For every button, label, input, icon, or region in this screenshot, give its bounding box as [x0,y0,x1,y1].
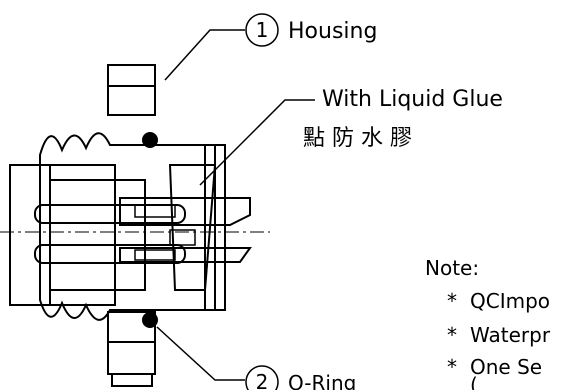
contact-pins [119,197,252,263]
note-item-1: QCImpo [470,289,550,313]
note-item-2-bullet: * [447,323,457,347]
note-item-1-bullet: * [447,289,457,313]
glue-potting [168,164,217,291]
callout-1-label: Housing [288,19,377,44]
note-item-3: One Se [470,355,542,379]
oring-bottom [142,312,158,328]
callout-1-circle [245,13,279,47]
note-block: Note: * QCImpo * Waterpr * One Se ( [425,256,551,390]
glue-label: With Liquid Glue [322,87,503,112]
rear-wall [204,144,226,311]
housing-flange-bottom [107,311,156,387]
callout-glue: With Liquid Glue 點 防 水 膠 [199,87,503,186]
note-heading: Note: [425,256,479,280]
threaded-body [9,132,216,321]
callout-1-number: 1 [256,18,269,42]
callout-housing: 1 Housing [164,13,377,81]
note-item-2: Waterpr [470,323,551,347]
glue-label-cn: 點 防 水 膠 [303,126,412,151]
housing-flange-top [107,64,156,116]
inner-barrel [34,179,186,291]
callout-2-number: 2 [256,370,269,390]
oring-top [142,132,158,148]
callout-oring: 2 O-Ring [156,326,356,390]
callout-2-circle [245,365,279,390]
note-trailing: ( [470,373,478,390]
callout-2-label: O-Ring [288,371,356,390]
note-item-3-bullet: * [447,355,457,379]
